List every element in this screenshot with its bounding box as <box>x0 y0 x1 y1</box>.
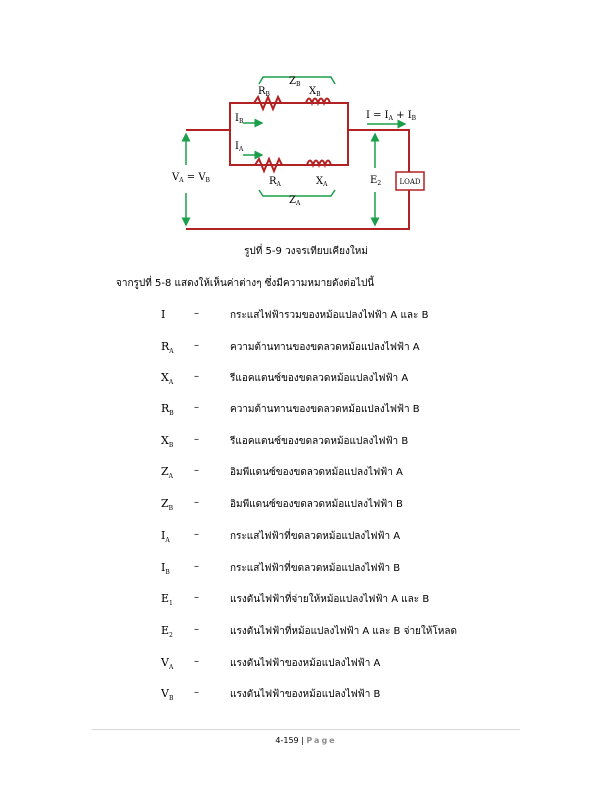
rb-label: RB <box>258 86 271 98</box>
zb-label: ZB <box>289 76 301 88</box>
definition-text: ความต้านทานของขดลวดหม้อแปลงไฟฟ้า A <box>230 342 420 353</box>
definition-symbol: XA <box>161 371 174 387</box>
definition-text: แรงดันไฟฟ้าที่จ่ายให้หม้อแปลงไฟฟ้า A และ… <box>230 594 430 605</box>
page-word: Page <box>306 736 337 745</box>
bottom-branch-wire <box>229 130 349 166</box>
definition-row: XA – รีแอคแตนซ์ของขดลวดหม้อแปลงไฟฟ้า A <box>0 371 612 387</box>
definition-dash: – <box>194 561 199 572</box>
ib-label: IB <box>235 113 244 125</box>
definition-row: RB – ความต้านทานของขดลวดหม้อแปลงไฟฟ้า B <box>0 402 612 418</box>
definition-symbol: IA <box>161 529 170 545</box>
definition-symbol: XB <box>161 434 174 450</box>
definition-symbol: VA <box>161 656 174 672</box>
xa-label: XA <box>316 176 328 188</box>
definition-text: อิมพีแดนซ์ของขดลวดหม้อแปลงไฟฟ้า B <box>230 499 403 510</box>
definition-row: VB – แรงดันไฟฟ้าของหม้อแปลงไฟฟ้า B <box>0 687 612 703</box>
footer-separator: | <box>298 736 307 745</box>
page-footer: 4-159 | Page <box>0 736 612 745</box>
definition-dash: – <box>194 434 199 445</box>
definition-dash: – <box>194 656 199 667</box>
definition-dash: – <box>194 497 199 508</box>
definition-row: E2 – แรงดันไฟฟ้าที่หม้อแปลงไฟฟ้า A และ B… <box>0 624 612 640</box>
definition-text: กระแสไฟฟ้ารวมของหม้อแปลงไฟฟ้า A และ B <box>230 310 429 321</box>
za-bracket <box>258 189 336 197</box>
definition-text: แรงดันไฟฟ้าของหม้อแปลงไฟฟ้า B <box>230 689 381 700</box>
definition-dash: – <box>194 624 199 635</box>
definition-dash: – <box>194 687 199 698</box>
inductor-xa <box>306 159 332 169</box>
ia-label: IA <box>235 141 244 153</box>
definition-text: แรงดันไฟฟ้าที่หม้อแปลงไฟฟ้า A และ B จ่าย… <box>230 626 457 637</box>
definition-row: IB – กระแสไฟฟ้าที่ขดลวดหม้อแปลงไฟฟ้า B <box>0 561 612 577</box>
definition-text: แรงดันไฟฟ้าของหม้อแปลงไฟฟ้า A <box>230 658 381 669</box>
definition-symbol: I <box>161 308 166 321</box>
definition-row: VA – แรงดันไฟฟ้าของหม้อแปลงไฟฟ้า A <box>0 656 612 672</box>
definition-symbol: RA <box>161 340 174 356</box>
intro-text: จากรูปที่ 5-8 แสดงให้เห็นค่าต่างๆ ซึ่งมี… <box>116 278 375 289</box>
definition-row: XB – รีแอคแตนซ์ของขดลวดหม้อแปลงไฟฟ้า B <box>0 434 612 450</box>
definition-symbol: IB <box>161 561 170 577</box>
definition-text: กระแสไฟฟ้าที่ขดลวดหม้อแปลงไฟฟ้า B <box>230 563 401 574</box>
definition-dash: – <box>194 465 199 476</box>
definition-text: รีแอคแตนซ์ของขดลวดหม้อแปลงไฟฟ้า B <box>230 436 409 447</box>
bottom-return-wire <box>186 190 410 230</box>
v-label: VA = VB <box>171 172 211 184</box>
definition-row: I – กระแสไฟฟ้ารวมของหม้อแปลงไฟฟ้า A และ … <box>0 308 612 324</box>
definition-text: กระแสไฟฟ้าที่ขดลวดหม้อแปลงไฟฟ้า A <box>230 531 401 542</box>
definition-text: อิมพีแดนซ์ของขดลวดหม้อแปลงไฟฟ้า A <box>230 467 403 478</box>
inductor-xb <box>305 97 331 107</box>
circuit-diagram: LOAD ZB RB XB IB IA I = IA + IB VA = VB … <box>171 76 425 230</box>
definition-row: ZB – อิมพีแดนซ์ของขดลวดหม้อแปลงไฟฟ้า B <box>0 497 612 513</box>
definition-dash: – <box>194 592 199 603</box>
definition-symbol: E2 <box>161 624 173 640</box>
e2-label: E2 <box>370 175 381 187</box>
definition-symbol: RB <box>161 402 174 418</box>
definition-dash: – <box>194 371 199 382</box>
definition-dash: – <box>194 529 199 540</box>
definition-row: ZA – อิมพีแดนซ์ของขดลวดหม้อแปลงไฟฟ้า A <box>0 465 612 481</box>
xb-label: XB <box>309 86 321 98</box>
current-arrows <box>181 118 407 227</box>
definition-dash: – <box>194 340 199 351</box>
definition-row: IA – กระแสไฟฟ้าที่ขดลวดหม้อแปลงไฟฟ้า A <box>0 529 612 545</box>
definition-symbol: ZA <box>161 465 173 481</box>
circuit-wires <box>186 94 410 230</box>
load-box <box>395 171 425 191</box>
impedance-brackets <box>258 76 336 197</box>
definition-symbol: VB <box>161 687 174 703</box>
definition-symbol: ZB <box>161 497 174 513</box>
ra-label: RA <box>269 176 282 188</box>
footer-divider <box>92 729 520 730</box>
za-label: ZA <box>289 195 301 207</box>
page-number: 4-159 <box>275 736 299 745</box>
definition-text: รีแอคแตนซ์ของขดลวดหม้อแปลงไฟฟ้า A <box>230 373 409 384</box>
i-total-label: I = IA + IB <box>366 110 417 122</box>
definition-row: E1 – แรงดันไฟฟ้าที่จ่ายให้หม้อแปลงไฟฟ้า … <box>0 592 612 608</box>
definition-symbol: E1 <box>161 592 173 608</box>
figure-caption: รูปที่ 5-9 วงจรเทียบเคียงใหม่ <box>244 246 368 257</box>
load-label: LOAD <box>399 178 420 186</box>
definition-dash: – <box>194 402 199 413</box>
zb-bracket <box>258 76 336 85</box>
definition-dash: – <box>194 308 199 319</box>
definition-row: RA – ความต้านทานของขดลวดหม้อแปลงไฟฟ้า A <box>0 340 612 356</box>
definition-text: ความต้านทานของขดลวดหม้อแปลงไฟฟ้า B <box>230 404 420 415</box>
resistor-rb <box>253 94 282 112</box>
